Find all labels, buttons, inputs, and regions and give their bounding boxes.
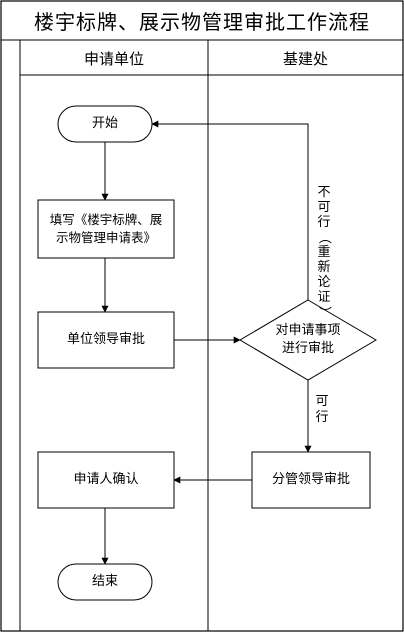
fill-form-label: 填写《楼宇标牌、展 示物管理申请表》	[49, 212, 163, 245]
page-title: 楼宇标牌、展示物管理审批工作流程	[34, 9, 370, 34]
confirm-label: 申请人确认	[73, 472, 139, 487]
fill-form-node	[37, 199, 175, 259]
reject-edge-label: 不 可 行 （ 重 新 论 证 ）	[316, 185, 332, 319]
review-label: 对申请事项 进行审批	[275, 323, 341, 356]
start-label: 开始	[91, 116, 118, 131]
edge-review-reject-to-start	[151, 120, 309, 300]
confirm-node	[37, 451, 175, 509]
unit-leader-node	[37, 311, 175, 369]
unit-leader-label: 单位领导审批	[66, 332, 145, 347]
branch-leader-label: 分管领导审批	[271, 472, 350, 487]
approve-edge-label: 可 行	[315, 394, 329, 425]
lane-header-construction: 基建处	[282, 49, 328, 68]
lane-header-applicant: 申请单位	[83, 49, 144, 68]
end-label: 结束	[91, 574, 118, 589]
